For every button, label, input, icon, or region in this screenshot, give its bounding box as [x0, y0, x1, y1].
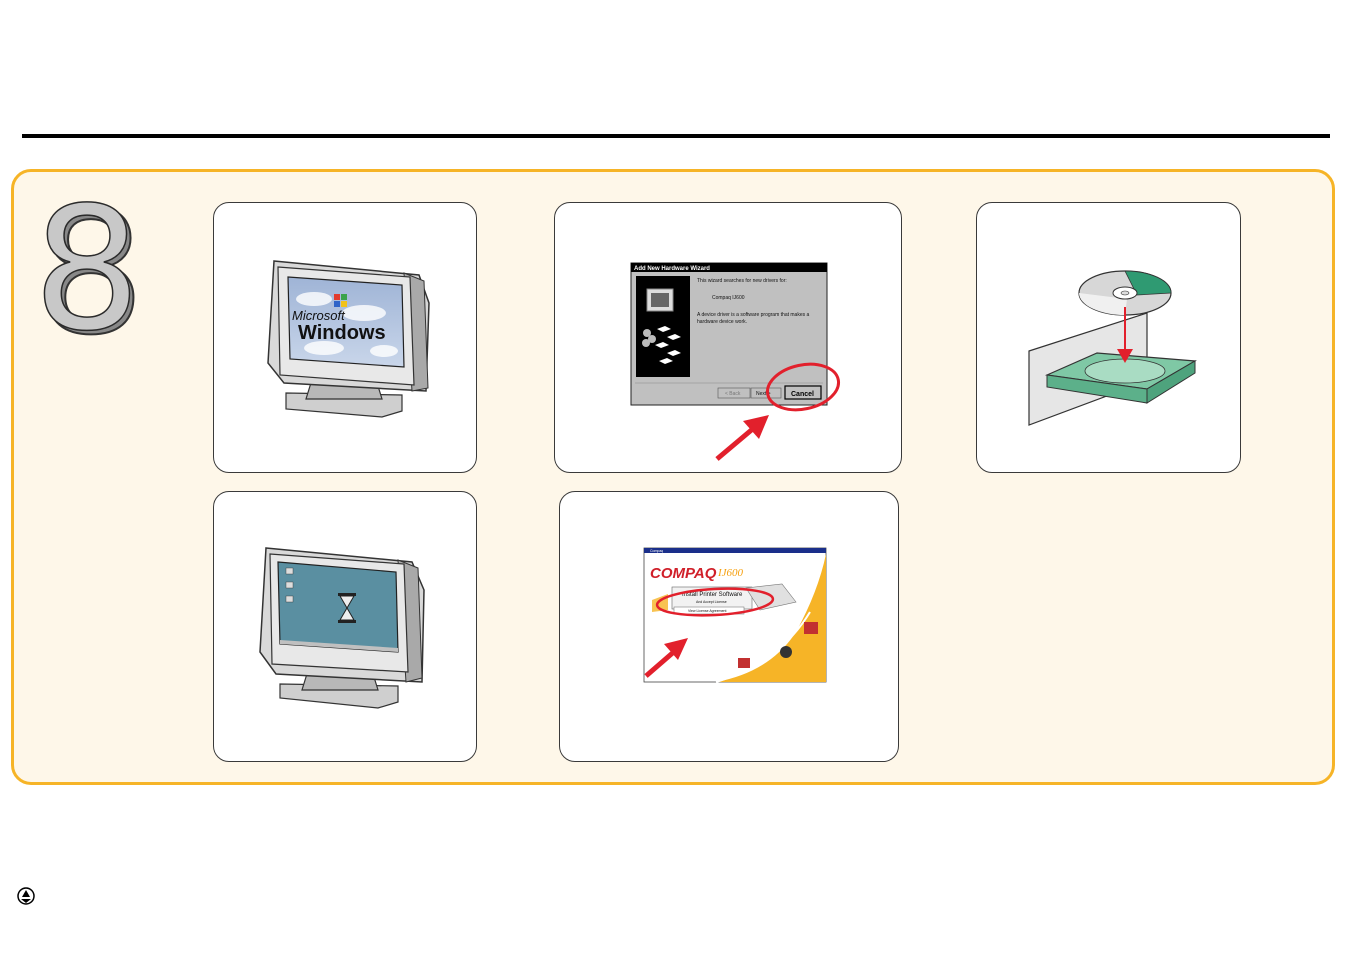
- card-cd-insert: [976, 202, 1241, 473]
- hourglass-icon: [338, 593, 356, 623]
- card-installer: Compaq COMPAQ IJ600 Install Printer Soft…: [559, 491, 899, 762]
- windows-logo-line2: Windows: [298, 322, 386, 344]
- wizard-title: Add New Hardware Wizard: [634, 266, 710, 272]
- license-button[interactable]: View License Agreement: [688, 609, 726, 613]
- svg-text:8: 8: [37, 176, 142, 346]
- monitor-icon: Microsoft Windows: [267, 260, 430, 418]
- highlight-circle: [655, 587, 775, 617]
- monitor-icon: [259, 547, 425, 709]
- next-button[interactable]: Next >: [756, 391, 771, 397]
- card-windows-boot: Microsoft Windows: [213, 202, 477, 473]
- recycle-icon: [17, 887, 35, 905]
- step-number: 8 8: [32, 176, 142, 346]
- cancel-button[interactable]: Cancel: [791, 391, 814, 398]
- installer-window: Compaq COMPAQ IJ600 Install Printer Soft…: [643, 547, 827, 683]
- wizard-text2: A device driver is a software program th…: [697, 312, 809, 318]
- highlight-circle: [765, 362, 841, 412]
- cd-tray-icon: [1028, 270, 1197, 426]
- wizard-dialog: Add New Hardware Wizard This wizard sear…: [630, 262, 841, 461]
- install-button[interactable]: Install Printer Software: [682, 592, 743, 598]
- card-hardware-wizard: Add New Hardware Wizard This wizard sear…: [554, 202, 902, 473]
- wizard-text3: hardware device work.: [697, 319, 747, 325]
- wizard-device: Compaq IJ600: [712, 295, 745, 301]
- svg-text:8: 8: [33, 176, 141, 346]
- installer-window-title: Compaq: [650, 549, 663, 553]
- wizard-text1: This wizard searches for new drivers for…: [697, 278, 787, 284]
- brand-logo: COMPAQ: [650, 565, 717, 582]
- card-desktop-loading: [213, 491, 477, 762]
- install-subtitle: And Accept License: [696, 600, 727, 604]
- header-rule: [22, 134, 1330, 138]
- model-name: IJ600: [717, 567, 744, 579]
- back-button[interactable]: < Back: [725, 391, 741, 397]
- windows-logo-line1: Microsoft: [292, 308, 346, 323]
